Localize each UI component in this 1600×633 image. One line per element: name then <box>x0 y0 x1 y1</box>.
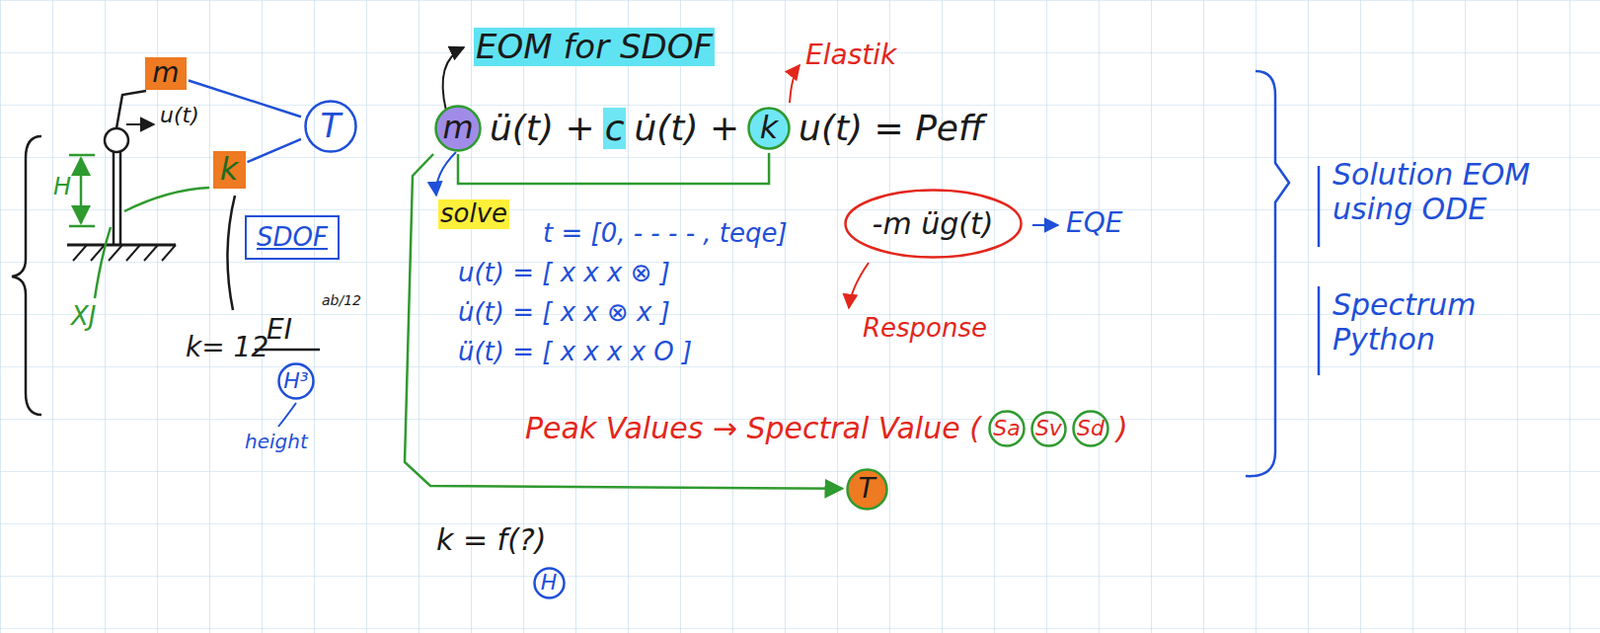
spectral-value: Sd <box>1071 409 1110 448</box>
node-text: k <box>760 110 779 146</box>
note-label: Elastik <box>803 39 899 72</box>
height-circle: H <box>533 566 566 600</box>
leader-line <box>94 227 111 299</box>
annotation-arrow <box>789 65 800 103</box>
node-text: Sv <box>1035 416 1063 441</box>
note-label: height <box>242 430 310 454</box>
outline-ellipse <box>989 411 1024 447</box>
array-row: ü(t) = [ x x x x O ] <box>456 337 694 368</box>
equation-text: u̇(t) + <box>631 107 742 149</box>
equation-text: c <box>603 107 627 149</box>
formula-text: k = f(?) <box>434 523 548 558</box>
dimension-label: H <box>51 173 74 202</box>
array-row: t = [0, - - - - , teqe] <box>540 219 790 249</box>
model-box: SDOF <box>244 215 340 260</box>
node-text: T <box>857 473 875 505</box>
curly-brace <box>11 136 42 415</box>
node-text: H <box>540 570 558 595</box>
node-text: m <box>442 110 473 146</box>
node-text: T <box>320 107 342 145</box>
step-label: solve <box>438 199 510 229</box>
period-circle: T <box>845 467 889 511</box>
outline-ellipse <box>436 106 481 152</box>
array-row: u̇(t) = [ x x ⊗ x ] <box>456 298 673 328</box>
side-note: Spectrum Python <box>1330 288 1542 357</box>
ground-motion-term: -m üg(t) <box>843 188 1023 259</box>
formula-text: k= 12 <box>183 331 271 364</box>
node-text: k <box>220 152 239 187</box>
outline-ellipse <box>846 468 887 509</box>
connector <box>457 152 769 184</box>
displacement-arrow <box>126 123 154 126</box>
dimension-line <box>79 157 83 224</box>
side-note: Solution EOM using ODE <box>1330 157 1562 227</box>
mass-label: m <box>145 57 187 90</box>
stiffness-label: k <box>213 151 246 189</box>
heading-label: EOM for SDOF <box>473 27 715 67</box>
displacement-label: u(t) <box>157 102 202 128</box>
stiffness-term: k <box>747 106 791 151</box>
note-label: Peak Values → Spectral Value ( <box>523 411 984 447</box>
annotation-arrow <box>848 262 869 308</box>
joint-circle <box>104 128 129 153</box>
note-label: EQE <box>1064 207 1125 239</box>
node-text: Sa <box>992 416 1020 441</box>
spectral-value: Sa <box>988 409 1026 448</box>
annotation-arrow <box>436 152 457 196</box>
node-text: -m üg(t) <box>872 207 994 240</box>
column <box>113 152 121 245</box>
leader-line <box>124 187 210 212</box>
note-label: ) <box>1114 411 1131 447</box>
connector <box>247 139 303 162</box>
outline-ellipse <box>533 567 564 598</box>
formula-text: EI <box>264 313 295 346</box>
beam <box>116 90 147 129</box>
equation-text: u(t) = Peff <box>796 107 987 149</box>
array-row: u(t) = [ x x x ⊗ ] <box>456 258 673 289</box>
mass-term: m <box>434 104 482 153</box>
leader-line <box>278 402 297 427</box>
bracket <box>227 195 235 310</box>
period-circle: T <box>304 99 358 153</box>
node-text: SDOF <box>256 223 328 252</box>
equation-text: ü(t) + <box>487 107 598 149</box>
node-text: H³ <box>283 369 308 393</box>
outline-ellipse <box>1072 411 1108 447</box>
node-text: Sd <box>1076 416 1105 441</box>
spectral-value: Sv <box>1030 410 1067 448</box>
ground-hatch <box>73 244 176 261</box>
outline-ellipse <box>749 108 790 150</box>
node-text: m <box>152 58 179 89</box>
outline-ellipse <box>1031 411 1066 446</box>
section-bar <box>1317 165 1321 376</box>
dimension-tick <box>69 154 95 227</box>
annotation-arrow <box>443 47 464 111</box>
note-label: XJ <box>69 302 98 332</box>
height-circle: H³ <box>277 362 315 400</box>
annotation-arrow <box>1032 224 1059 227</box>
note-label: Response <box>860 313 990 344</box>
outline-ellipse <box>279 364 314 399</box>
outline-ellipse <box>305 101 357 153</box>
curly-brace <box>1245 71 1290 476</box>
outline-ellipse <box>844 189 1021 257</box>
connector <box>188 79 302 117</box>
formula-note: ab/12 <box>319 292 364 308</box>
